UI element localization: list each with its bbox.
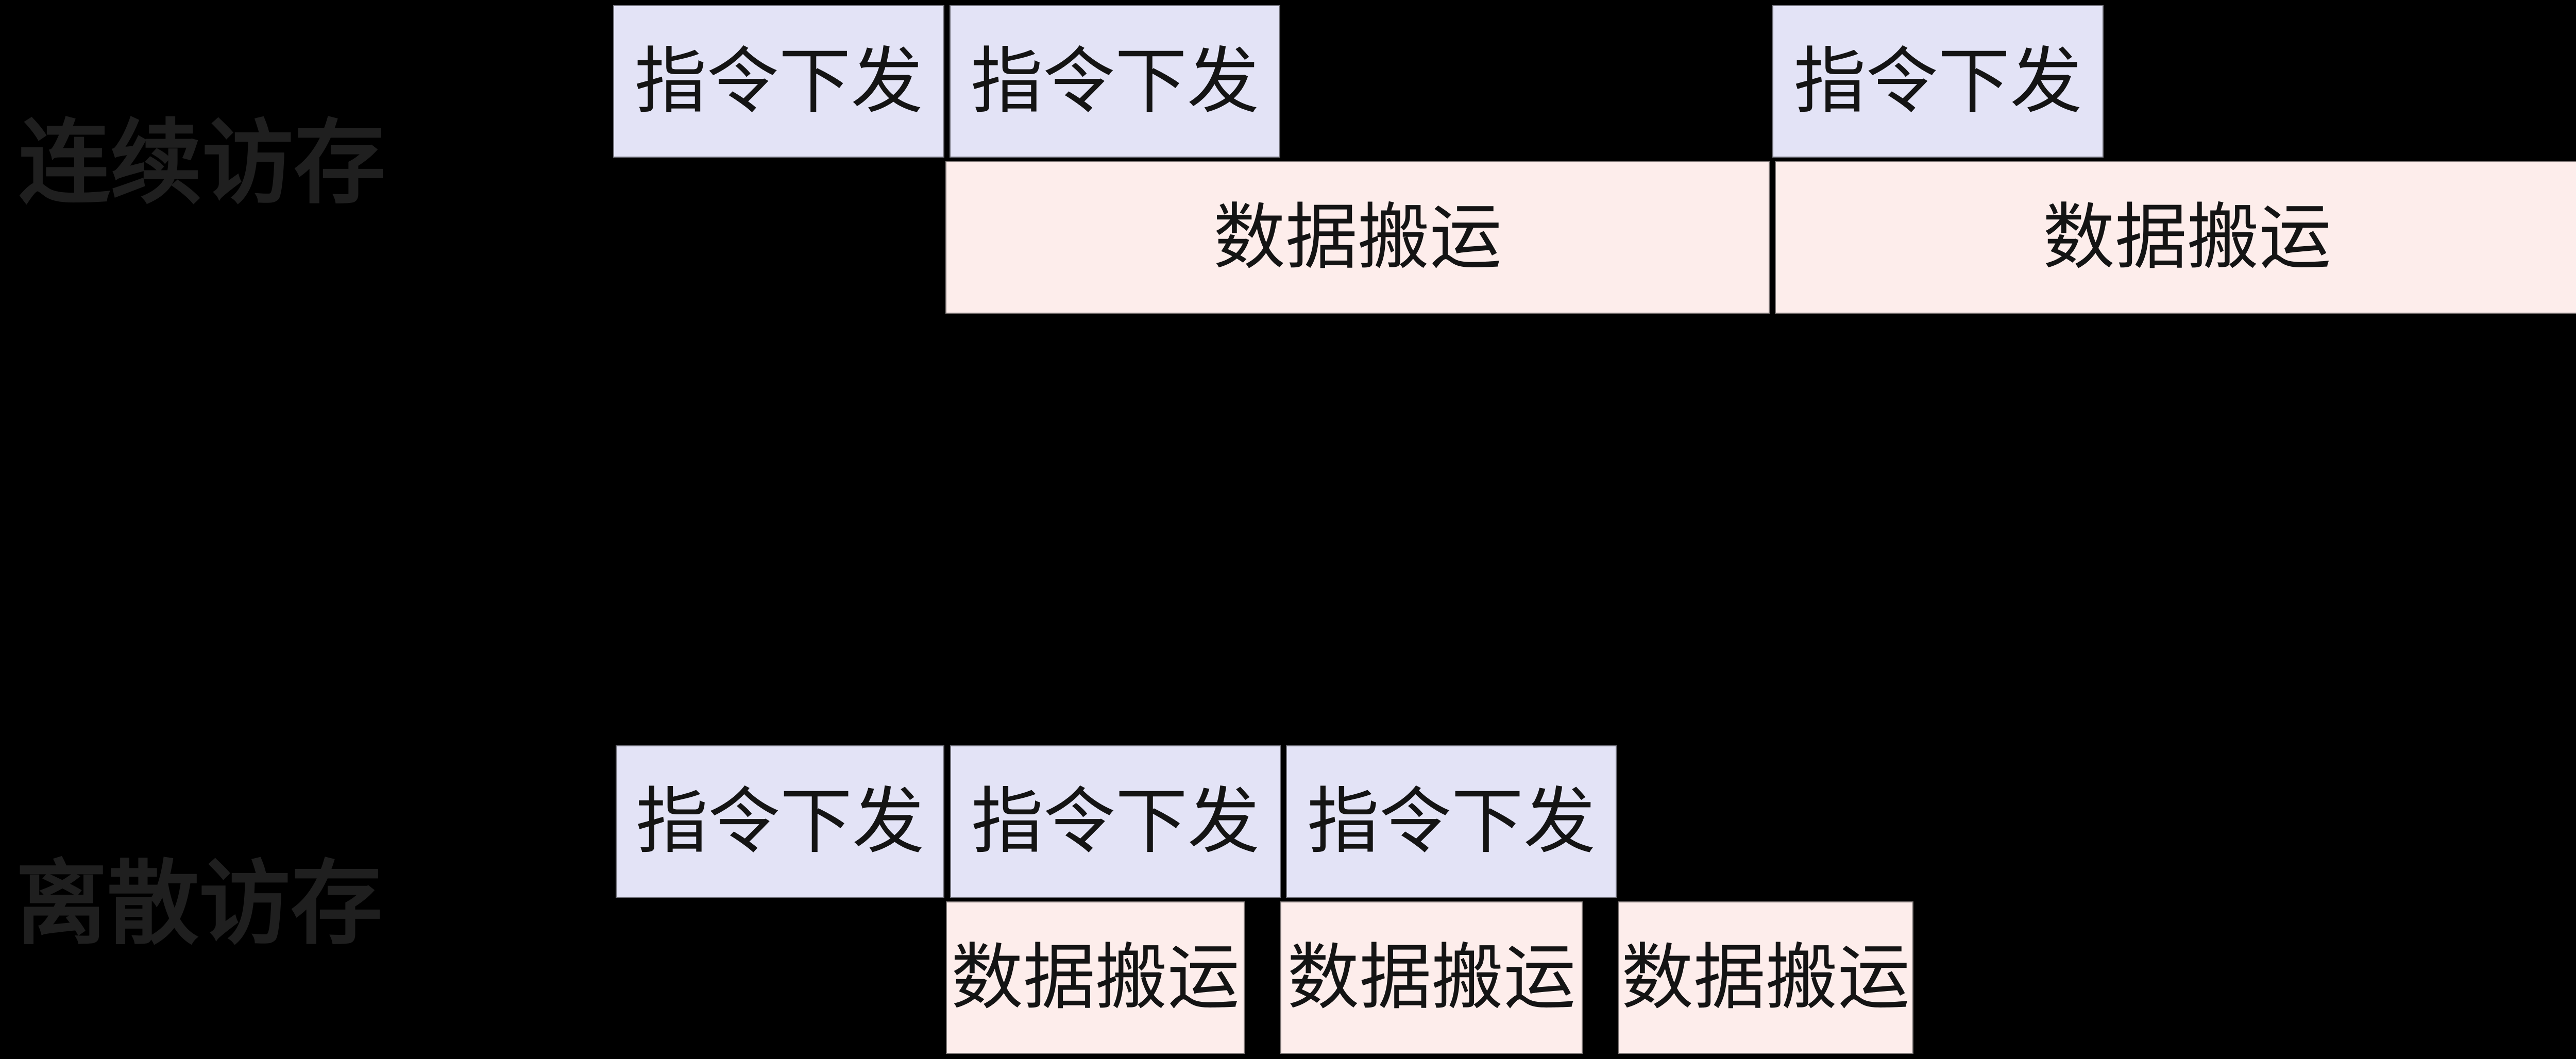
- issue-box: 指令下发: [616, 745, 944, 898]
- issue-box: 指令下发: [950, 5, 1280, 158]
- transfer-box: 数据搬运: [1775, 161, 2576, 314]
- row-label-discrete: 离散访存: [15, 852, 382, 955]
- issue-box: 指令下发: [613, 5, 944, 158]
- transfer-box: 数据搬运: [946, 901, 1245, 1054]
- issue-box: 指令下发: [1286, 745, 1617, 898]
- row-label-continuous: 连续访存: [19, 112, 385, 214]
- issue-box: 指令下发: [950, 745, 1281, 898]
- issue-box: 指令下发: [1772, 5, 2104, 158]
- transfer-box: 数据搬运: [1280, 901, 1583, 1054]
- transfer-box: 数据搬运: [1618, 901, 1913, 1054]
- transfer-box: 数据搬运: [945, 161, 1770, 314]
